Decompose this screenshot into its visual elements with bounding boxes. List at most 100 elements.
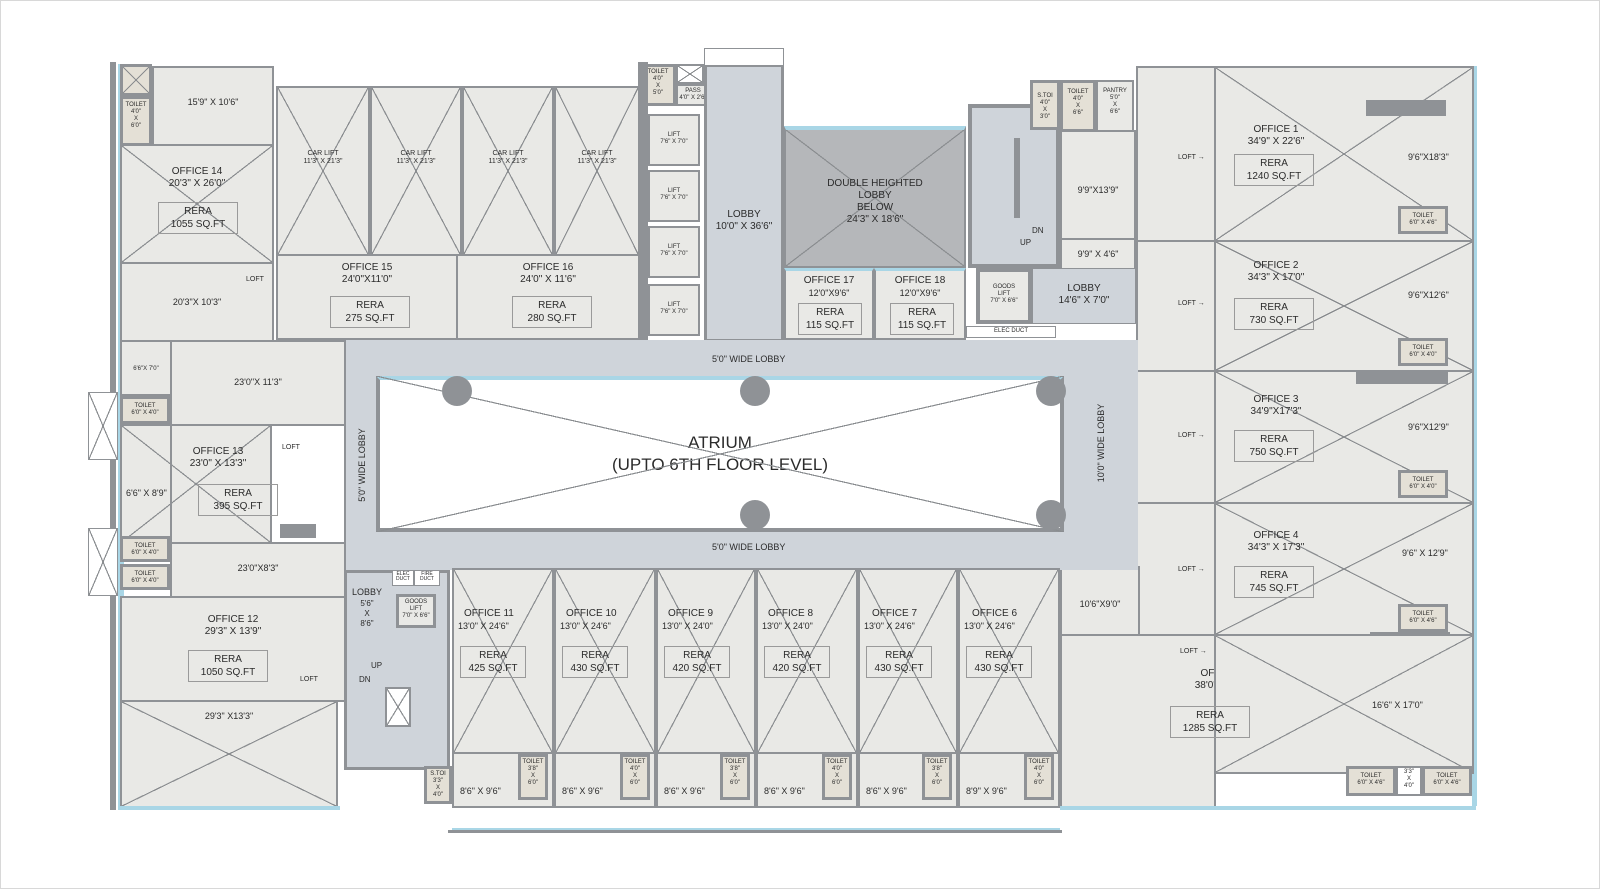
- double-height-lobby: DOUBLE HEIGHTED LOBBY BELOW 24'3" X 18'6…: [784, 126, 966, 268]
- toilet-office-11: TOILET 3'8" X 6'0": [518, 754, 548, 800]
- toilet-office-7: TOILET 3'8" X 6'0": [922, 754, 952, 800]
- south-east-glazing: [1060, 806, 1476, 810]
- room-ne-b: 9'9" X 4'6": [1060, 238, 1136, 270]
- stair-divider: [1014, 138, 1020, 218]
- core-wall: [638, 62, 648, 342]
- east-lobby: LOBBY 14'6" X 7'0": [1032, 268, 1136, 324]
- elec-duct-south: ELEC DUCT: [392, 570, 414, 586]
- toilet-office-5-a: TOILET 6'0" X 4'6": [1346, 766, 1396, 796]
- car-lift-4: CAR LIFT 11'3" X 21'3": [554, 86, 640, 256]
- toilet-office-2: TOILET 6'0" X 4'0": [1398, 338, 1448, 366]
- west-shaft-a: [88, 392, 118, 460]
- shaft-office-14: [120, 64, 152, 96]
- fire-duct: FIRE DUCT: [414, 570, 440, 586]
- office-14-annex-bottom: LOFT 20'3"X 10'3": [120, 262, 274, 342]
- office-5-side-room: 10'6"X9'0": [1060, 566, 1140, 636]
- toilet-office-6: TOILET 4'0" X 6'0": [1024, 754, 1054, 800]
- store-south: S.TOI 3'3" X 4'0": [424, 766, 452, 804]
- office-4-front: LOFT →: [1136, 502, 1216, 636]
- entrance-canopy: [704, 48, 784, 66]
- column: [740, 376, 770, 406]
- toilet-office-9: TOILET 3'8" X 6'0": [720, 754, 750, 800]
- toilet-office-5-b: TOILET 6'0" X 4'6": [1422, 766, 1472, 796]
- office-1-front: LOFT →: [1136, 66, 1216, 242]
- main-lobby: LOBBY 10'0" X 36'6": [704, 64, 784, 342]
- room-ne-a: 9'9"X13'9": [1060, 130, 1136, 240]
- west-shaft-b: [88, 528, 118, 596]
- lift-4: LIFT 7'6" X 7'0": [648, 284, 700, 336]
- lift-3: LIFT 7'6" X 7'0": [648, 226, 700, 278]
- column: [442, 376, 472, 406]
- toilet-office-3: TOILET 6'0" X 4'0": [1398, 470, 1448, 498]
- car-lift-3: CAR LIFT 11'3" X 21'3": [462, 86, 554, 256]
- office-5: 16'6" X 17'0": [1214, 634, 1474, 774]
- car-lift-2: CAR LIFT 11'3" X 21'3": [370, 86, 462, 256]
- goods-lift-south: GOODS LIFT 7'0" X 6'6": [396, 594, 436, 628]
- column-office-1: [1366, 100, 1446, 116]
- core-shaft: [676, 64, 704, 84]
- column: [1036, 376, 1066, 406]
- toilet-office-13-c: TOILET 6'0" X 4'0": [120, 536, 170, 562]
- elec-duct: ELEC DUCT: [966, 326, 1056, 338]
- office-13-annex-top: 23'0"X 11'3": [170, 340, 346, 426]
- goods-lift-north: GOODS LIFT 7'0" X 6'6": [976, 268, 1032, 324]
- office-14-annex-top: 15'9" X 10'6": [152, 66, 274, 146]
- stair-void: [385, 687, 411, 727]
- atrium-void-lines: [376, 376, 1064, 532]
- office-13-annex-bottom: 23'0"X8'3": [170, 542, 346, 598]
- toilet-office-13-d: TOILET 6'0" X 4'0": [120, 564, 170, 590]
- toilet-office-14: TOILET 4'0" X 6'0": [120, 96, 152, 146]
- office-13-side-top: 6'6"X 7'0": [120, 340, 172, 396]
- toilet-north-east: TOILET 4'0" X 6'6": [1060, 80, 1096, 132]
- pantry: PANTRY 5'0" X 6'6": [1096, 80, 1134, 132]
- office-3-front: LOFT →: [1136, 370, 1216, 504]
- toilet-office-1: TOILET 6'0" X 4'6": [1398, 206, 1448, 234]
- car-lift-1: CAR LIFT 11'3" X 21'3": [276, 86, 370, 256]
- toilet-office-10: TOILET 4'0" X 6'0": [620, 754, 650, 800]
- column: [740, 500, 770, 530]
- column-office-13: [280, 524, 316, 538]
- stair-north: DN UP: [968, 104, 1060, 268]
- office-5-front: LOFT → OFFICE 5 38'0" X 21'9": [1060, 634, 1216, 808]
- column: [1036, 500, 1066, 530]
- office-2-front: LOFT →: [1136, 240, 1216, 372]
- south-wall: [448, 830, 1062, 833]
- toilet-office-13-a: TOILET 6'0" X 4'0": [120, 396, 170, 424]
- toilet-office-8: TOILET 4'0" X 6'0": [822, 754, 852, 800]
- south-west-glazing: [118, 806, 340, 810]
- column-office-3: [1356, 370, 1448, 384]
- lift-1: LIFT 7'6" X 7'0": [648, 114, 700, 166]
- office-12-annex: 29'3" X13'3": [120, 700, 338, 808]
- lift-2: LIFT 7'6" X 7'0": [648, 170, 700, 222]
